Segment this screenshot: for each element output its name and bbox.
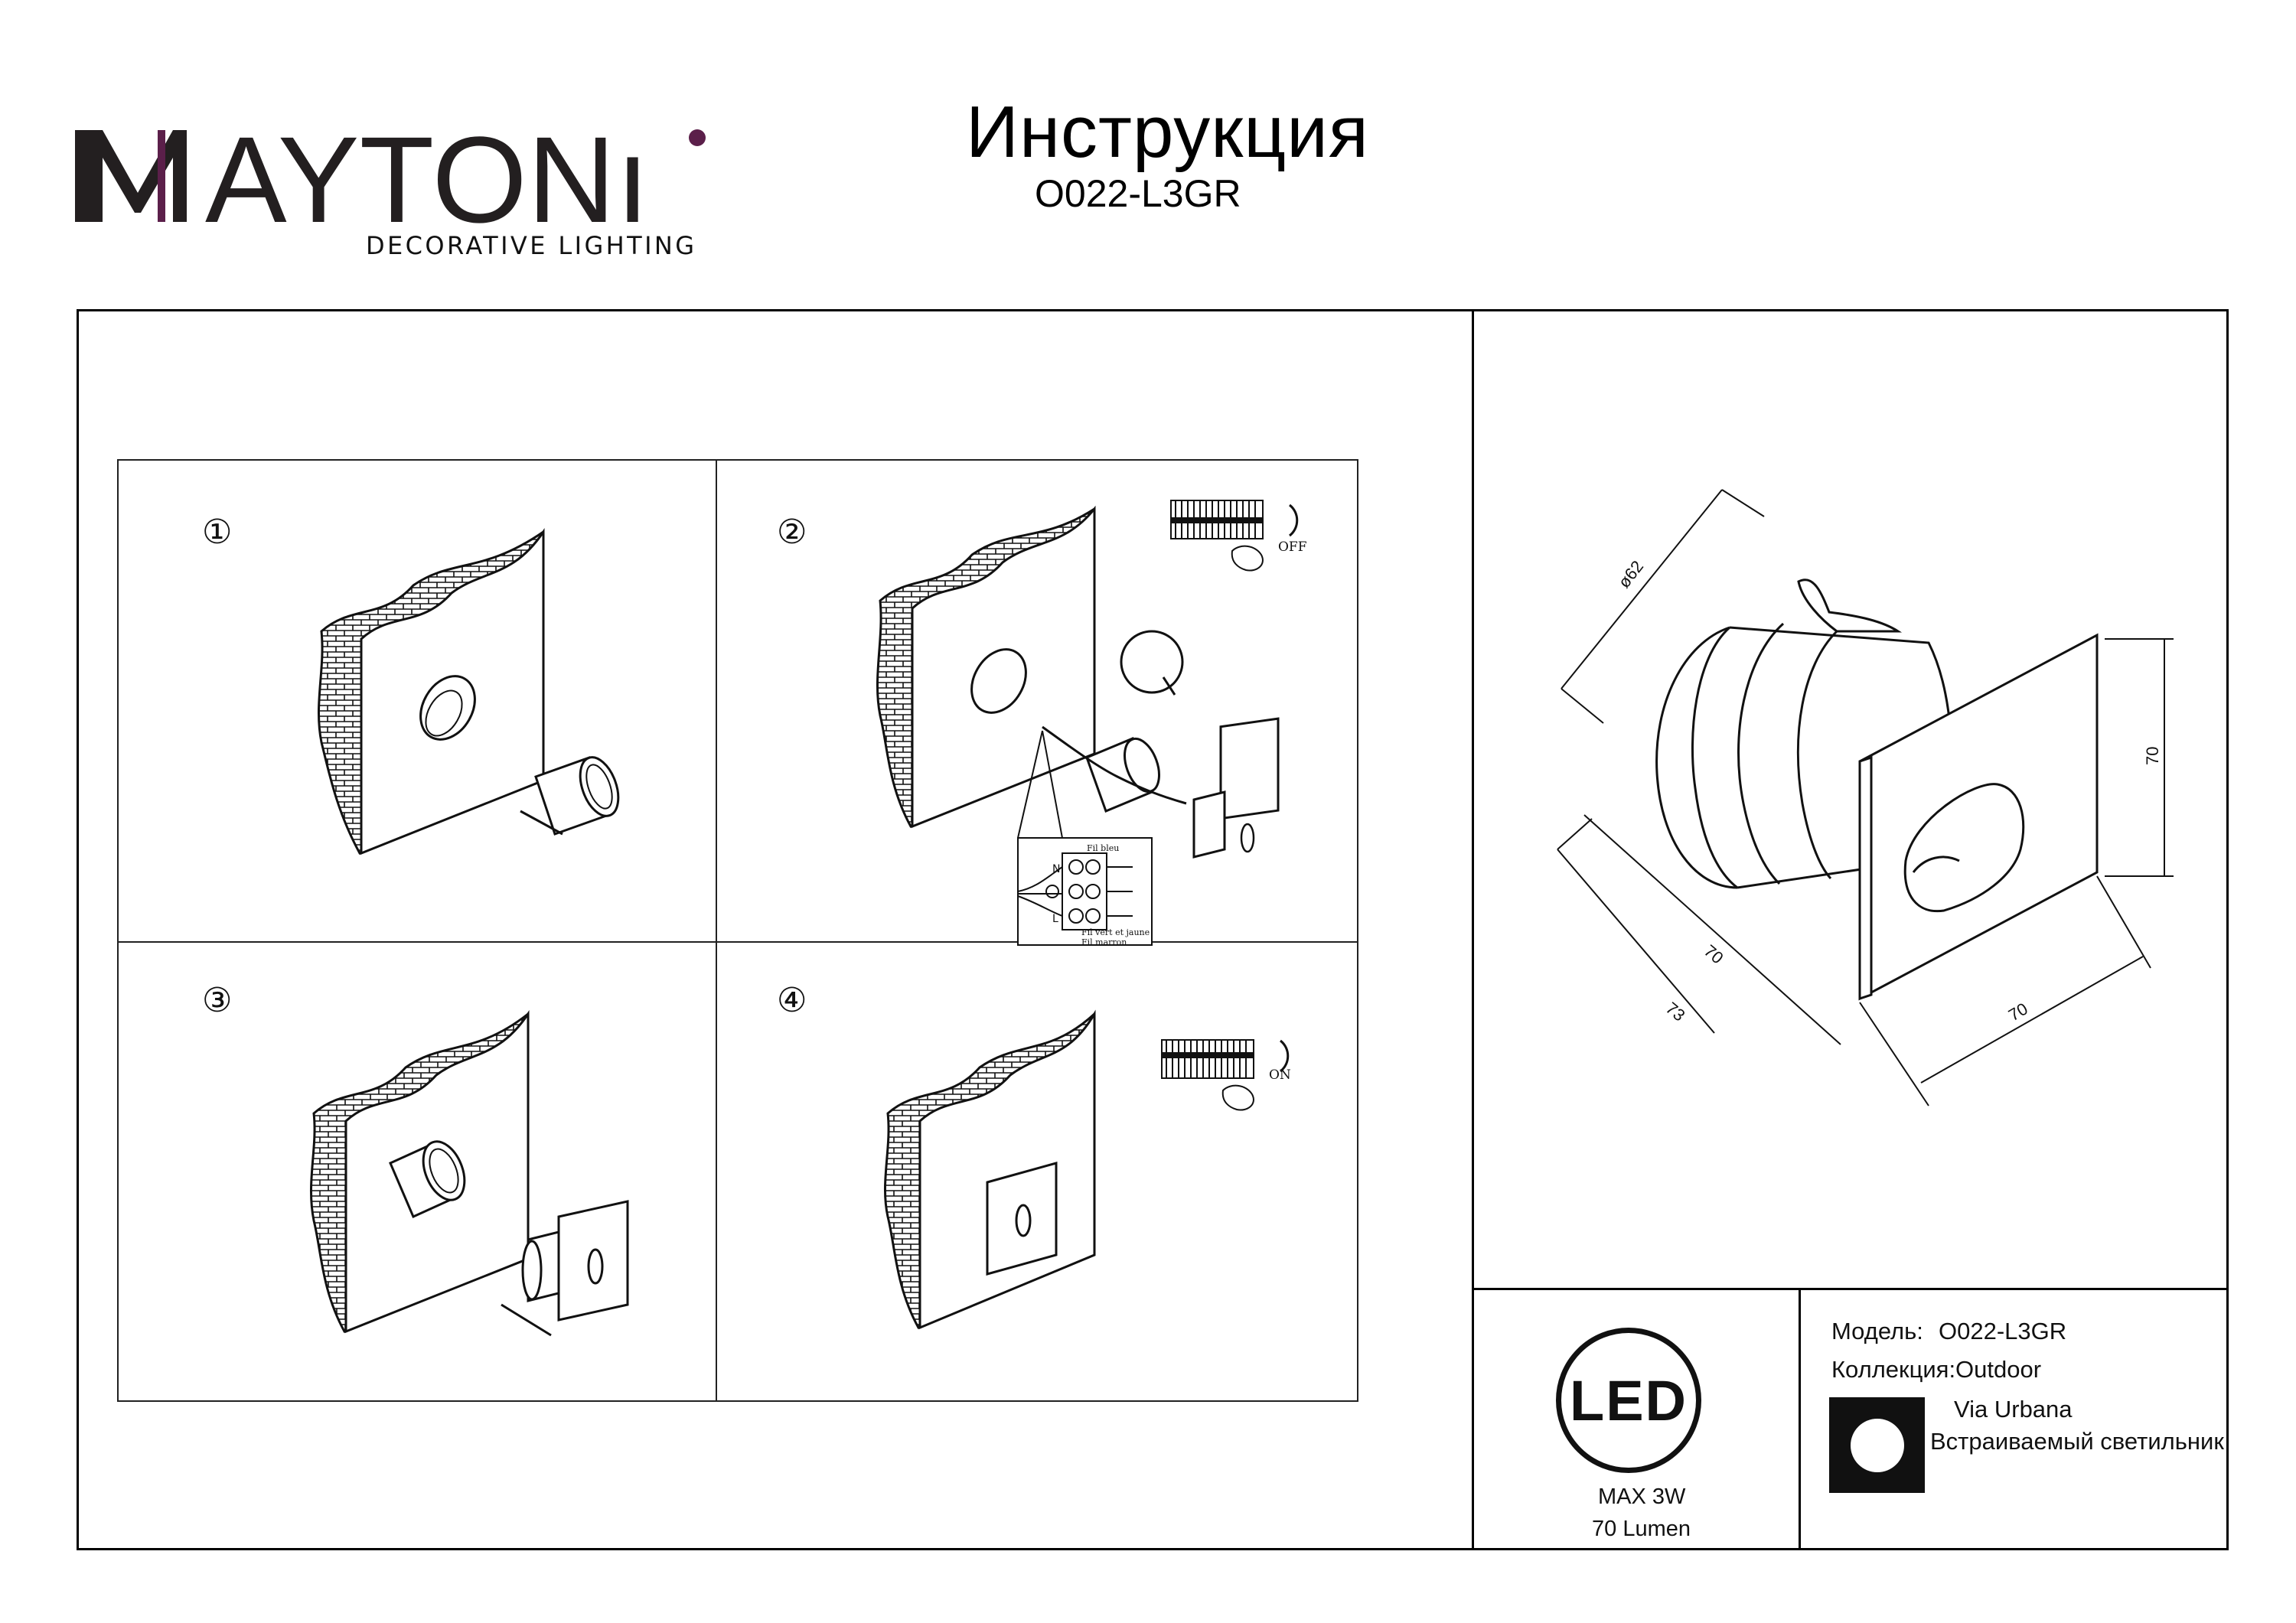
model-value: O022-L3GR — [1939, 1318, 2067, 1344]
wire-brown-label: Fil marron — [1081, 937, 1127, 947]
dim-height: 70 — [2143, 747, 2162, 765]
collection-value: Outdoor — [1955, 1356, 2042, 1383]
instruction-frame — [77, 309, 2229, 1550]
steps-grid — [117, 459, 1358, 1402]
product-dimension-drawing: ø62 70 70 70 73 — [1557, 489, 2174, 1106]
document-model: O022-L3GR — [1035, 172, 1241, 215]
step-4-switch-label: ON — [1269, 1067, 1291, 1083]
steps-grid-vertical — [716, 459, 717, 1402]
collection-label: Коллекция: — [1831, 1356, 1956, 1383]
spec-power: MAX 3W — [1598, 1484, 1686, 1509]
product-type: Встраиваемый светильник — [1930, 1428, 2224, 1455]
dim-diameter: ø62 — [1614, 557, 1647, 592]
dim-depth-total: 73 — [1662, 999, 1689, 1025]
logo-dot-icon — [689, 129, 706, 146]
steps-grid-horizontal — [117, 941, 1358, 943]
step-4-number: ④ — [777, 981, 807, 1020]
wire-ground-label: Fil vert et jaune — [1081, 927, 1150, 937]
led-badge: LED — [1556, 1328, 1701, 1473]
series-name: Via Urbana — [1954, 1396, 2073, 1423]
logo-letters: AYTONı — [205, 111, 650, 248]
wire-blue-label: Fil bleu — [1087, 843, 1119, 853]
led-badge-text: LED — [1570, 1368, 1688, 1432]
step-2-number: ② — [777, 513, 807, 552]
frame-divider-vertical — [1472, 309, 1474, 1550]
maytoni-logo: AYTONı — [75, 111, 706, 248]
dim-depth-front: 70 — [1701, 941, 1727, 968]
step-4-illustration: ON — [883, 1009, 1291, 1330]
step-3-illustration — [309, 1010, 629, 1337]
frame-divider-horizontal — [1472, 1288, 2229, 1290]
spec-divider — [1799, 1288, 1801, 1550]
model-label: Модель: — [1831, 1318, 1923, 1344]
wire-l-label: L — [1052, 913, 1058, 925]
dim-width: 70 — [2005, 999, 2031, 1025]
step-1-number: ① — [202, 513, 233, 552]
luminaire-type-icon — [1829, 1397, 1925, 1493]
step-2-illustration: OFF N L Fil bleu Fil vert et jaune Fil m… — [876, 500, 1307, 947]
step-3-number: ③ — [202, 981, 233, 1020]
step-1-illustration — [318, 528, 620, 855]
wire-n-label: N — [1052, 863, 1060, 875]
brand-tagline: DECORATIVE LIGHTING — [366, 231, 697, 260]
spec-lumen: 70 Lumen — [1592, 1517, 1691, 1541]
document-title: Инструкция — [966, 91, 1369, 173]
step-2-switch-label: OFF — [1278, 539, 1307, 555]
